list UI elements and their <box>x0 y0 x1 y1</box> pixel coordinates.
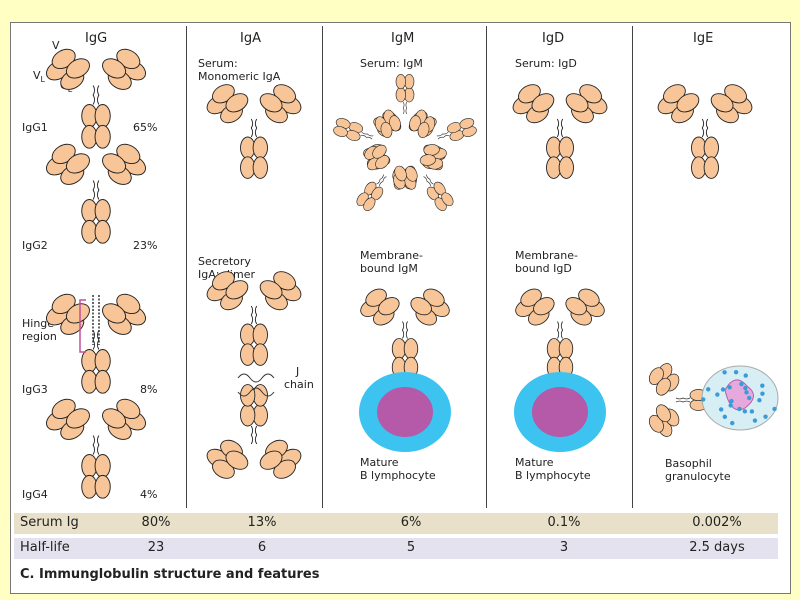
igd-membrane-label: Membrane-bound IgD <box>515 249 578 275</box>
v-domain-label: V <box>52 39 60 52</box>
column-divider <box>186 26 187 508</box>
igg3-percent: 8% <box>140 383 158 396</box>
iga-dimer-bottom-icon <box>203 384 305 483</box>
column-divider <box>322 26 323 508</box>
row-label: Serum Ig <box>20 515 79 530</box>
igg1-label: IgG1 <box>22 121 48 134</box>
igd-half-life-value: 3 <box>559 540 569 555</box>
iga-serum-value: 13% <box>247 515 277 530</box>
membrane-igm-icon <box>357 285 453 379</box>
igd-serum-value: 0.1% <box>547 515 581 530</box>
column-header-ige: IgE <box>693 31 714 46</box>
igm-membrane-label: Membrane-bound IgM <box>360 249 423 275</box>
half-life-row: Half-life 23 6 5 3 2.5 days <box>14 538 778 559</box>
b-cell-nucleus <box>532 387 588 437</box>
granule-dot <box>728 403 733 408</box>
j-chain-connector <box>237 373 275 397</box>
granule-dot <box>747 395 752 401</box>
figure-caption: C. Immunglobulin structure and features <box>20 567 320 582</box>
granule-dot <box>737 406 742 412</box>
vl-domain-label: VL <box>33 69 45 85</box>
iga-monomer-icon <box>203 80 305 179</box>
membrane-igd-icon <box>512 285 608 379</box>
granule-dot <box>752 418 758 423</box>
granule-dot <box>749 409 755 414</box>
ige-serum-value: 0.002% <box>692 515 742 530</box>
iga-dimer-top-icon <box>203 267 305 366</box>
igg3-label: IgG3 <box>22 383 48 396</box>
granule-dot <box>705 387 711 392</box>
igg4-percent: 4% <box>140 488 158 501</box>
igg2-label: IgG2 <box>22 239 48 252</box>
granule-dot <box>744 390 749 395</box>
ige-serum-icon <box>654 80 756 179</box>
column-header-igm: IgM <box>391 31 415 46</box>
column-header-igd: IgD <box>542 31 565 46</box>
igg1-percent: 65% <box>133 121 158 134</box>
column-divider <box>486 26 487 508</box>
granule-dot <box>743 385 748 391</box>
column-divider <box>632 26 633 508</box>
hinge-bracket <box>79 299 86 353</box>
igg4-antibody-icon <box>42 394 150 499</box>
granule-dot <box>763 414 768 419</box>
granule-dot <box>701 397 706 402</box>
granule-dot <box>727 385 732 390</box>
igm-serum-value: 6% <box>400 515 422 530</box>
granule-dot <box>742 409 748 414</box>
igm-serum-label: Serum: IgM <box>360 57 423 70</box>
row-label: Half-life <box>20 540 70 555</box>
granule-dot <box>715 392 720 397</box>
granule-dot <box>722 414 728 420</box>
igm-pentamer-unit-icon <box>324 93 408 178</box>
iga-serum-label: Serum:Monomeric IgA <box>198 57 281 83</box>
granule-dot <box>730 420 735 426</box>
igg2-antibody-icon <box>42 139 150 244</box>
igd-serum-icon <box>509 80 611 179</box>
granule-dot <box>720 387 726 392</box>
igm-half-life-value: 5 <box>406 540 416 555</box>
granule-dot <box>760 383 765 388</box>
igg-serum-value: 80% <box>141 515 171 530</box>
granule-dot <box>739 381 744 387</box>
igm-pentamer-unit-icon <box>402 93 486 178</box>
granule-dot <box>722 370 727 375</box>
granule-dot <box>729 398 734 404</box>
ige-half-life-value: 2.5 days <box>689 540 745 555</box>
igd-serum-label: Serum: IgD <box>515 57 577 70</box>
column-header-igg: IgG <box>85 31 108 46</box>
column-header-iga: IgA <box>240 31 261 46</box>
granule-dot <box>733 370 739 375</box>
hinge-chain <box>92 295 100 345</box>
iga-half-life-value: 6 <box>257 540 267 555</box>
serum-ig-row: Serum Ig 80% 13% 6% 0.1% 0.002% <box>14 513 778 534</box>
igg4-label: IgG4 <box>22 488 48 501</box>
igg3-antibody-icon <box>42 289 150 394</box>
igg2-percent: 23% <box>133 239 158 252</box>
igg1-antibody-icon <box>42 44 150 149</box>
granule-dot <box>760 391 765 396</box>
granule-dot <box>743 373 748 378</box>
igg-half-life-value: 23 <box>147 540 165 555</box>
granule-dot <box>757 398 762 403</box>
granule-dot <box>718 407 724 412</box>
b-cell-nucleus <box>377 387 433 437</box>
granule-dot <box>772 406 777 412</box>
